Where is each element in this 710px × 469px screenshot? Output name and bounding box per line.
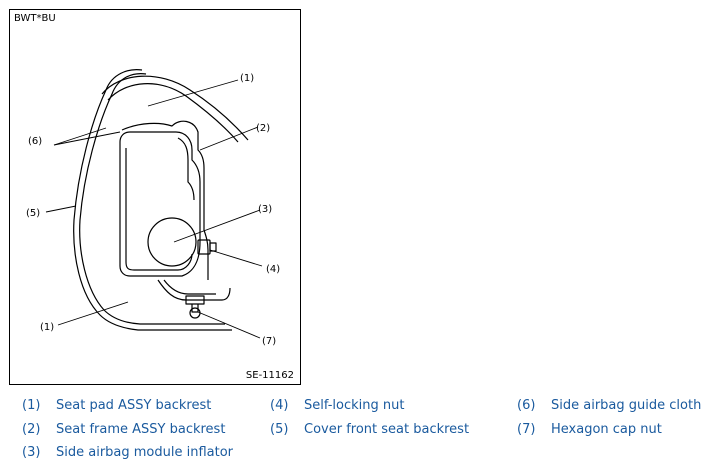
diagram-frame: BWT*BU — [9, 9, 301, 385]
airbag-module-body — [119, 131, 201, 277]
leader-3 — [173, 209, 261, 243]
legend-item: (2) Seat frame ASSY backrest — [22, 422, 225, 437]
leader-6a — [53, 127, 107, 146]
legend-label: Side airbag guide cloth — [551, 398, 702, 413]
callout-6: (6) — [28, 136, 42, 147]
legend-number: (2) — [22, 422, 41, 437]
hexagon-cap-nut — [185, 295, 205, 305]
legend-number: (6) — [517, 398, 536, 413]
legend-label: Hexagon cap nut — [551, 422, 662, 437]
leader-4 — [209, 249, 263, 267]
legend-item: (7) Hexagon cap nut — [517, 422, 662, 437]
figure-code: BWT*BU — [14, 13, 56, 24]
callout-1-top: (1) — [240, 73, 254, 84]
cover-inner-line — [79, 73, 225, 325]
seat-airbag-diagram: (1) (2) (3) (4) (5) (6) (1) (7) — [26, 69, 280, 347]
callout-2: (2) — [256, 123, 270, 134]
legend-label: Seat pad ASSY backrest — [56, 398, 212, 413]
legend-number: (1) — [22, 398, 41, 413]
legend-number: (5) — [270, 422, 289, 437]
legend-label: Side airbag module inflator — [56, 445, 234, 460]
legend-item: (1) Seat pad ASSY backrest — [22, 398, 211, 413]
self-locking-nut-cap — [209, 242, 217, 252]
leader-1-bottom — [57, 301, 129, 326]
inflator-circle — [147, 217, 197, 267]
seat-pad-top-inner — [107, 83, 239, 143]
hexagon-cap-nut-ring — [189, 307, 201, 319]
legend-number: (3) — [22, 445, 41, 460]
lower-bracket-inner — [163, 279, 216, 295]
legend-item: (3) Side airbag module inflator — [22, 445, 233, 460]
legend-label: Seat frame ASSY backrest — [56, 422, 226, 437]
legend-number: (7) — [517, 422, 536, 437]
lower-bracket — [157, 279, 231, 301]
callout-1-bottom: (1) — [40, 322, 54, 333]
callout-3: (3) — [258, 204, 272, 215]
airbag-fold — [177, 137, 195, 201]
airbag-module-inner — [125, 148, 193, 271]
figure-id: SE-11162 — [245, 370, 294, 381]
seat-frame — [121, 120, 209, 280]
legend-label: Cover front seat backrest — [304, 422, 470, 437]
leader-6b — [53, 131, 121, 146]
legend-item: (6) Side airbag guide cloth — [517, 398, 701, 413]
leader-7 — [197, 311, 261, 339]
legend-item: (5) Cover front seat backrest — [270, 422, 469, 437]
legend-item: (4) Self-locking nut — [270, 398, 404, 413]
callout-4: (4) — [266, 264, 280, 275]
leader-2 — [199, 126, 259, 151]
leader-1-top — [147, 79, 239, 107]
hexagon-cap-nut-stem — [191, 304, 199, 313]
cover-outline — [73, 69, 232, 331]
callout-7: (7) — [262, 336, 276, 347]
legend-label: Self-locking nut — [304, 398, 405, 413]
legend-number: (4) — [270, 398, 289, 413]
leader-5 — [45, 205, 77, 213]
seat-pad-top — [101, 75, 249, 141]
callout-5: (5) — [26, 208, 40, 219]
